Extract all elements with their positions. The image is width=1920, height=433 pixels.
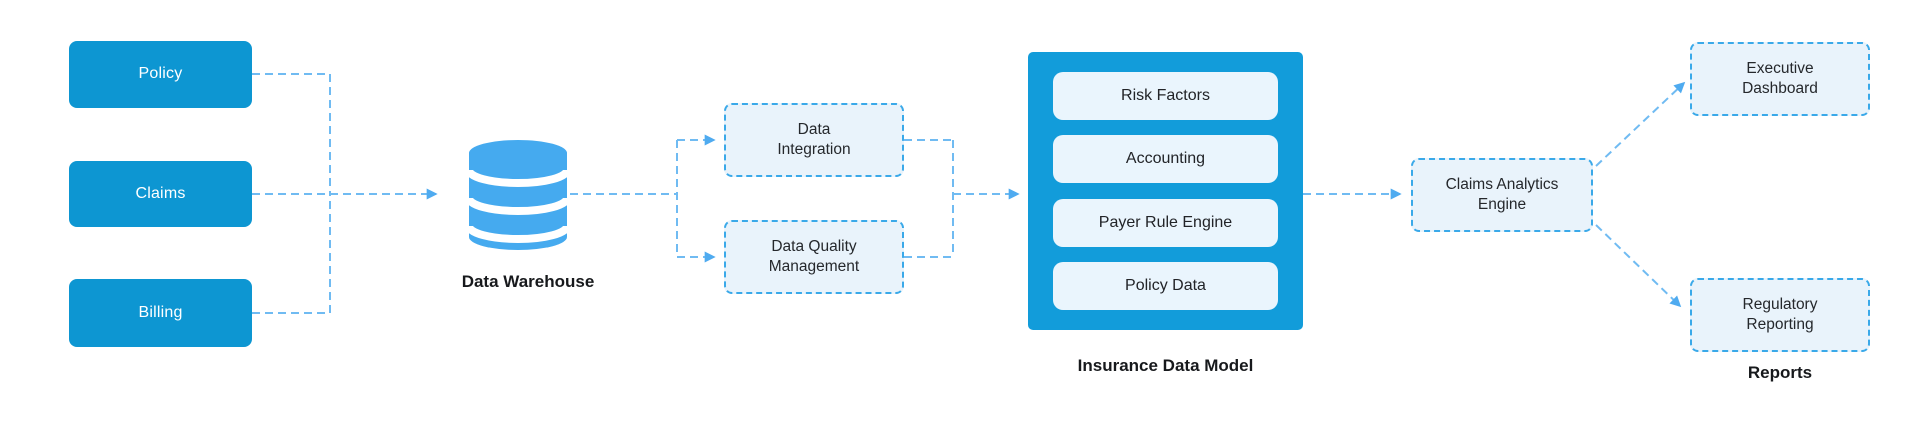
executive-dashboard-box: Executive Dashboard bbox=[1690, 42, 1870, 116]
claims-analytics-engine-box: Claims Analytics Engine bbox=[1411, 158, 1593, 232]
model-item-payer-rule-engine: Payer Rule Engine bbox=[1053, 198, 1278, 247]
connector-processing-to-model bbox=[904, 139, 1020, 258]
source-box-policy: Policy bbox=[69, 41, 252, 108]
model-item-policy-data: Policy Data bbox=[1053, 261, 1278, 310]
connector-to-reporting bbox=[1595, 224, 1682, 308]
data-quality-management-box: Data Quality Management bbox=[724, 220, 904, 294]
insurance-data-model-container: Risk Factors Accounting Payer Rule Engin… bbox=[1028, 52, 1303, 330]
reports-caption: Reports bbox=[1747, 363, 1813, 382]
connector-sources-to-warehouse bbox=[252, 73, 438, 314]
data-warehouse-caption: Data Warehouse bbox=[461, 272, 595, 291]
connector-engine-to-outputs bbox=[1595, 81, 1686, 308]
source-box-claims: Claims bbox=[69, 161, 252, 227]
model-item-risk-factors: Risk Factors bbox=[1053, 72, 1278, 120]
insurance-data-model-caption: Insurance Data Model bbox=[1077, 356, 1254, 375]
regulatory-reporting-box: Regulatory Reporting bbox=[1690, 278, 1870, 352]
source-box-billing: Billing bbox=[69, 279, 252, 347]
connector-warehouse-to-processing bbox=[570, 134, 716, 263]
model-item-accounting: Accounting bbox=[1053, 135, 1278, 184]
connector-billing-line bbox=[252, 194, 331, 314]
connector-policy-line bbox=[252, 73, 331, 194]
connector-to-dashboard bbox=[1595, 81, 1686, 167]
data-integration-box: Data Integration bbox=[724, 103, 904, 177]
database-icon bbox=[465, 140, 571, 250]
